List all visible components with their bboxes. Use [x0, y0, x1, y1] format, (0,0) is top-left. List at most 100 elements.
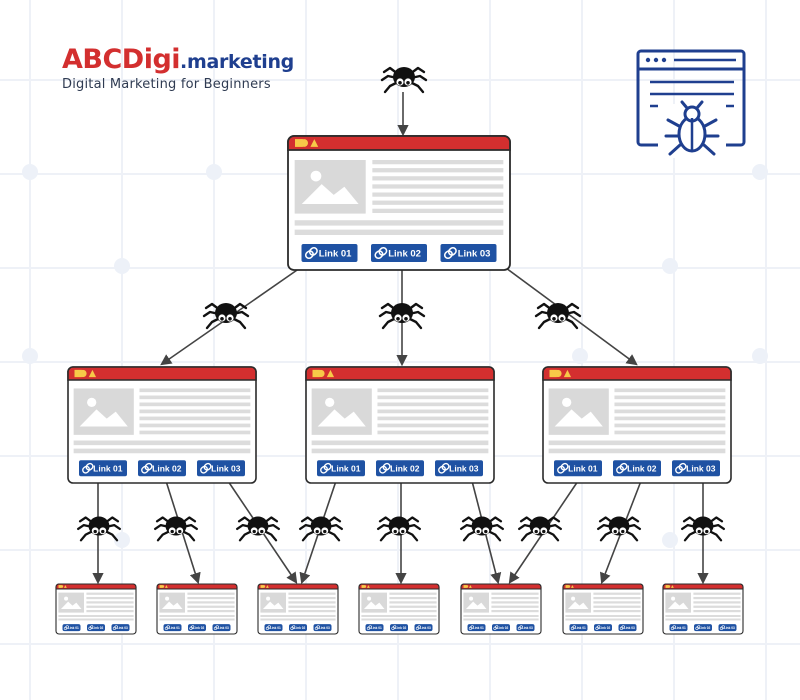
link-button-3[interactable]: Link 03	[111, 624, 130, 632]
link-chain-icon	[82, 462, 94, 474]
link-button-3[interactable]: Link 03	[672, 460, 720, 477]
leaf-page-3: Link 01 Link 02 Link 03	[257, 583, 339, 635]
link-label: Link 01	[473, 626, 484, 630]
link-button-3[interactable]: Link 03	[618, 624, 637, 632]
link-chain-icon	[213, 625, 219, 630]
leaf-page-2: Link 01 Link 02 Link 03	[156, 583, 238, 635]
link-button-1[interactable]: Link 01	[554, 460, 602, 477]
link-chain-icon	[320, 462, 332, 474]
spider-icon	[680, 516, 726, 542]
link-chain-icon	[141, 462, 153, 474]
link-label: Link 01	[68, 626, 79, 630]
link-button-1[interactable]: Link 01	[569, 624, 588, 632]
link-button-2[interactable]: Link 02	[87, 624, 105, 632]
image-placeholder-icon	[159, 592, 185, 613]
spider-icon	[76, 516, 122, 542]
link-chain-icon	[314, 625, 320, 630]
link-label: Link 03	[522, 626, 533, 630]
image-placeholder-icon	[361, 592, 387, 613]
link-label: Link 02	[497, 626, 508, 630]
spider-icon	[376, 516, 422, 542]
link-label: Link 03	[211, 463, 241, 473]
image-placeholder-icon	[294, 159, 366, 214]
link-chain-icon	[200, 462, 212, 474]
link-button-3[interactable]: Link 03	[516, 624, 535, 632]
link-button-2[interactable]: Link 02	[376, 460, 424, 477]
link-button-2[interactable]: Link 02	[694, 624, 712, 632]
link-button-2[interactable]: Link 02	[138, 460, 186, 477]
link-button-2[interactable]: Link 02	[492, 624, 510, 632]
link-chain-icon	[189, 625, 195, 630]
link-label: Link 02	[294, 626, 305, 630]
link-label: Link 02	[395, 626, 406, 630]
link-button-1[interactable]: Link 01	[264, 624, 283, 632]
spider-icon	[235, 516, 281, 542]
link-chain-icon	[438, 462, 450, 474]
link-button-1[interactable]: Link 01	[163, 624, 182, 632]
link-button-3[interactable]: Link 03	[197, 460, 245, 477]
link-button-3[interactable]: Link 03	[414, 624, 433, 632]
link-button-1[interactable]: Link 01	[467, 624, 486, 632]
spider-icon	[517, 516, 563, 542]
link-button-1[interactable]: Link 01	[365, 624, 384, 632]
link-chain-icon	[63, 625, 69, 630]
link-label: Link 01	[270, 626, 281, 630]
link-button-2[interactable]: Link 02	[613, 460, 661, 477]
leaf-page-5: Link 01 Link 02 Link 03	[460, 583, 542, 635]
link-button-2[interactable]: Link 02	[188, 624, 206, 632]
link-button-1[interactable]: Link 01	[317, 460, 365, 477]
link-chain-icon	[468, 625, 474, 630]
link-button-3[interactable]: Link 03	[313, 624, 332, 632]
link-label: Link 01	[575, 626, 586, 630]
spider-icon	[378, 302, 426, 330]
link-chain-icon	[164, 625, 170, 630]
link-label: Link 02	[390, 463, 420, 473]
link-button-2[interactable]: Link 02	[371, 244, 427, 263]
link-chain-icon	[695, 625, 701, 630]
link-label: Link 03	[420, 626, 431, 630]
link-chain-icon	[415, 625, 421, 630]
link-label: Link 02	[627, 463, 657, 473]
spider-icon	[596, 516, 642, 542]
link-label: Link 01	[331, 463, 361, 473]
link-button-2[interactable]: Link 02	[594, 624, 612, 632]
link-button-2[interactable]: Link 02	[289, 624, 307, 632]
link-label: Link 01	[93, 463, 123, 473]
link-button-3[interactable]: Link 03	[435, 460, 483, 477]
link-chain-icon	[616, 462, 628, 474]
link-label: Link 01	[675, 626, 686, 630]
link-chain-icon	[366, 625, 372, 630]
spider-icon	[298, 516, 344, 542]
root-page: Link 01 Link 02 Link 03	[287, 135, 511, 271]
link-label: Link 03	[319, 626, 330, 630]
mid-page-3: Link 01 Link 02 Link 03	[542, 366, 732, 484]
link-chain-icon	[88, 625, 94, 630]
link-button-2[interactable]: Link 02	[390, 624, 408, 632]
link-label: Link 01	[169, 626, 180, 630]
link-button-1[interactable]: Link 01	[62, 624, 81, 632]
crawl-arrow	[505, 267, 638, 366]
link-button-3[interactable]: Link 03	[440, 244, 497, 263]
link-button-3[interactable]: Link 03	[718, 624, 737, 632]
brand-logo[interactable]: ABCDigi.marketing Digital Marketing for …	[62, 44, 294, 92]
image-placeholder-icon	[565, 592, 591, 613]
link-label: Link 03	[458, 249, 491, 260]
link-button-3[interactable]: Link 03	[212, 624, 231, 632]
spider-icon	[534, 302, 582, 330]
link-chain-icon	[304, 246, 318, 260]
link-label: Link 02	[599, 626, 610, 630]
link-button-1[interactable]: Link 01	[301, 244, 358, 263]
link-chain-icon	[675, 462, 687, 474]
link-chain-icon	[443, 246, 457, 260]
link-button-1[interactable]: Link 01	[669, 624, 688, 632]
image-placeholder-icon	[311, 388, 372, 435]
link-chain-icon	[719, 625, 725, 630]
link-button-1[interactable]: Link 01	[79, 460, 127, 477]
link-label: Link 01	[371, 626, 382, 630]
link-label: Link 03	[686, 463, 716, 473]
link-chain-icon	[265, 625, 271, 630]
link-chain-icon	[619, 625, 625, 630]
leaf-page-1: Link 01 Link 02 Link 03	[55, 583, 137, 635]
